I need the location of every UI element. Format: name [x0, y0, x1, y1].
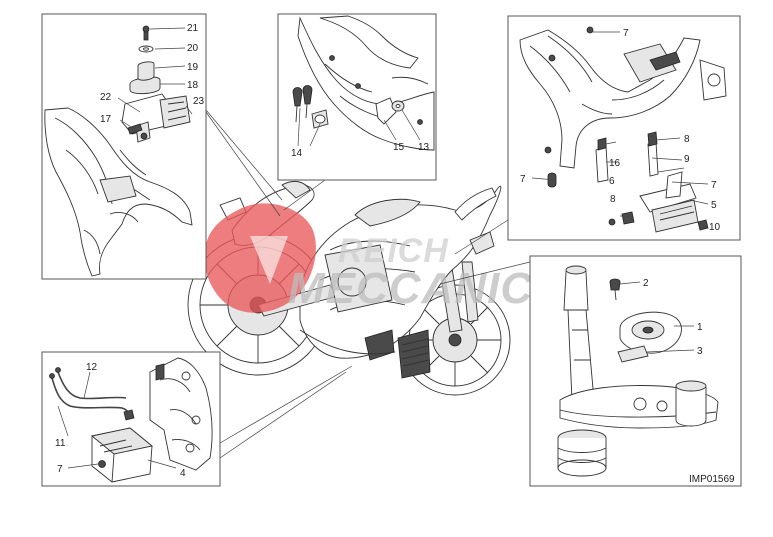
callout-18: 18	[187, 80, 199, 91]
detail-box-front-subframe: 7 8 16 9 6 7 8 5 10 7	[507, 15, 741, 241]
callout-6: 6	[609, 176, 615, 187]
callout-1: 1	[697, 322, 703, 333]
callout-11: 11	[55, 438, 66, 449]
callout-9: 9	[684, 154, 690, 165]
callout-12: 12	[86, 362, 98, 373]
callout-10: 10	[709, 222, 721, 233]
callout-16: 16	[609, 158, 621, 169]
callout-4: 4	[180, 468, 186, 479]
callout-22: 22	[100, 92, 112, 103]
detail-box-control-unit: 12 11 4 7	[41, 351, 221, 487]
callout-15: 15	[393, 142, 405, 153]
callout-17: 17	[100, 114, 112, 125]
callout-13: 13	[418, 142, 430, 153]
callout-8-lower: 8	[610, 194, 616, 205]
callout-2: 2	[643, 278, 649, 289]
detail-box-seat: 14 15 13	[277, 13, 437, 181]
callout-7-left: 7	[520, 174, 526, 185]
watermark-line1: REICH	[338, 232, 449, 270]
callout-7-top: 7	[623, 28, 629, 39]
detail-box-tail: 21 20 19 18 22 23 17	[41, 13, 207, 280]
callout-20: 20	[187, 43, 199, 54]
box-leader-lines	[205, 109, 531, 459]
callout-21: 21	[187, 23, 199, 34]
callout-7-right: 7	[711, 180, 717, 191]
callout-14: 14	[291, 148, 303, 159]
callout-7-bottom: 7	[57, 464, 63, 475]
callout-8-upper: 8	[684, 134, 690, 145]
watermark: REICH MECCANICA	[204, 203, 565, 313]
callout-23: 23	[193, 96, 205, 107]
callout-3: 3	[697, 346, 703, 357]
diagram-code: IMP01569	[689, 474, 735, 485]
watermark-line2: MECCANICA	[288, 264, 566, 313]
detail-box-horn: 2 1 3 IMP01569	[529, 255, 742, 487]
callout-19: 19	[187, 62, 199, 73]
watermark-logo-accent	[250, 236, 288, 284]
callout-5: 5	[711, 200, 717, 211]
